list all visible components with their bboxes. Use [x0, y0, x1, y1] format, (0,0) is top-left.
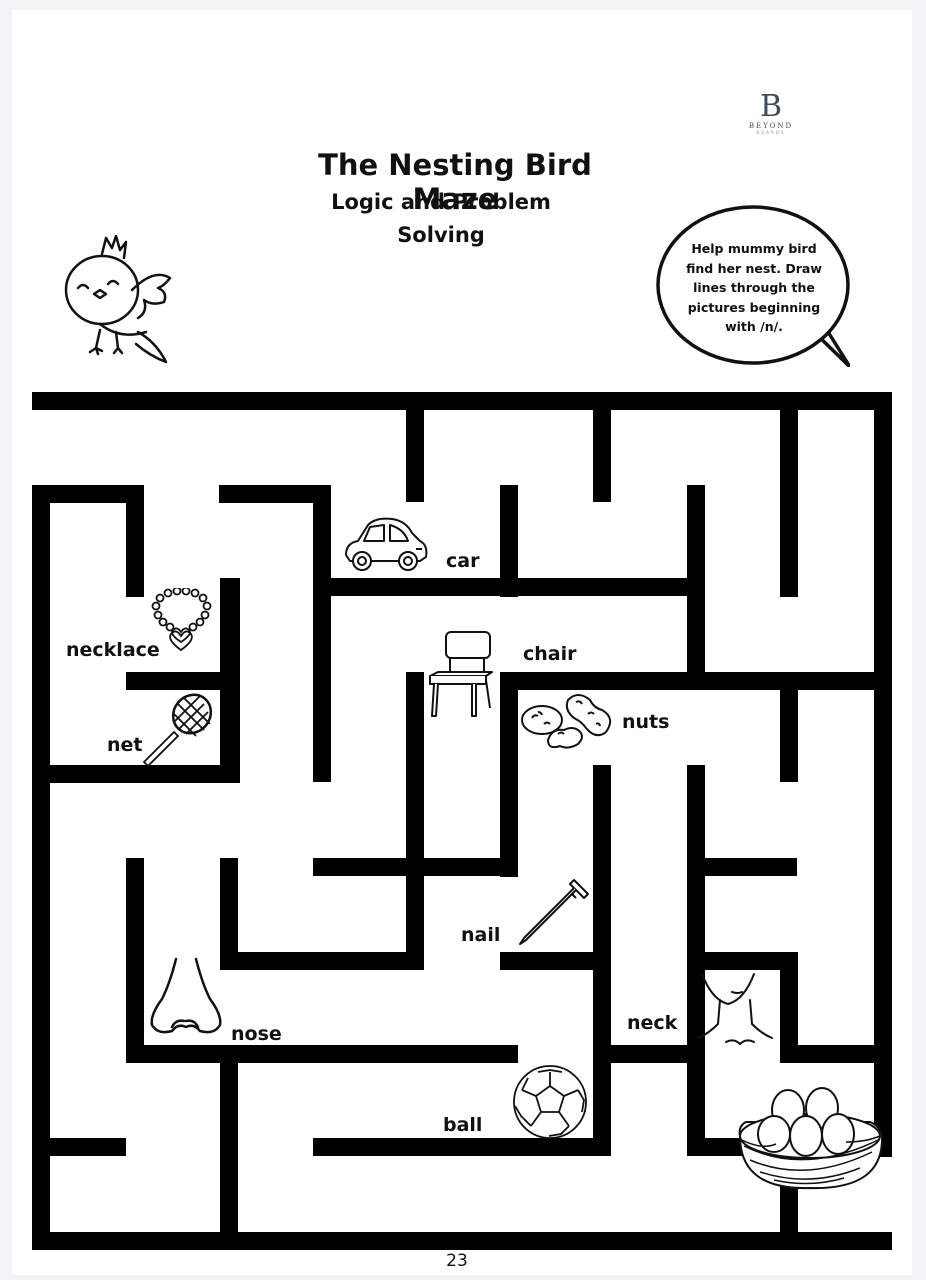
nuts-icon	[521, 694, 612, 749]
ball-icon	[513, 1065, 587, 1139]
label-chair: chair	[523, 643, 577, 665]
necklace-icon	[151, 588, 212, 652]
instructions-text: Help mummy bird find her nest. Draw line…	[686, 241, 822, 334]
label-necklace: necklace	[66, 639, 160, 661]
nest-icon	[738, 1087, 884, 1190]
logo-letter: B	[759, 89, 783, 124]
page-subtitle: Logic and Problem Solving	[316, 186, 566, 252]
nail-icon	[519, 879, 589, 945]
label-neck: neck	[627, 1012, 678, 1034]
car-icon	[345, 517, 428, 571]
label-car: car	[446, 550, 480, 572]
net-icon	[142, 693, 213, 766]
label-nuts: nuts	[622, 711, 670, 733]
logo-name: BEYOND	[748, 122, 794, 130]
logo-tagline: BOARDS	[756, 130, 786, 135]
chair-icon	[429, 631, 493, 717]
page-number: 23	[446, 1251, 468, 1271]
speech-bubble	[656, 205, 850, 367]
label-ball: ball	[443, 1114, 483, 1136]
subtitle-line-1: Logic and Problem	[331, 190, 551, 214]
label-nail: nail	[461, 924, 501, 946]
bird-icon	[64, 234, 172, 364]
page-title: The Nesting Bird Maze	[318, 148, 592, 216]
label-nose: nose	[231, 1023, 282, 1045]
beyond-boards-logo: B BEYOND BOARDS	[738, 89, 804, 136]
label-net: net	[107, 734, 143, 756]
nose-icon	[150, 957, 222, 1034]
subtitle-line-2: Solving	[397, 223, 485, 247]
neck-icon	[698, 973, 773, 1046]
